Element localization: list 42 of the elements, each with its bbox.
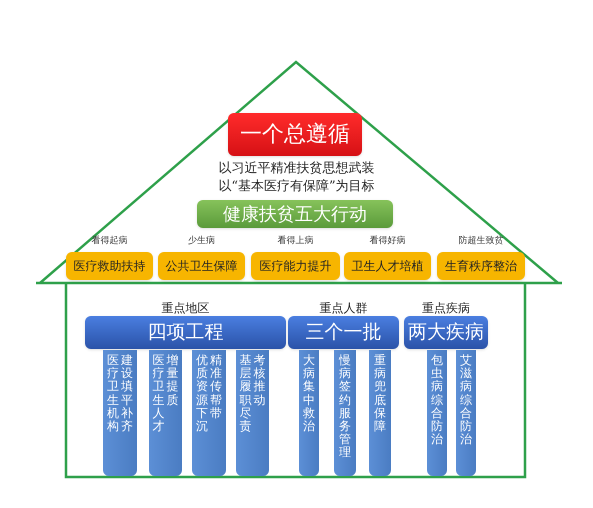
vertical-text: 考核推动 <box>254 354 266 409</box>
vertical-text: 增量提质 <box>166 354 178 409</box>
group-title-box: 三个一批 <box>288 316 399 349</box>
item-caption: 看得上病 <box>276 235 314 247</box>
group-caption: 重点地区 <box>162 300 210 316</box>
group-title-box: 四项工程 <box>85 316 286 349</box>
vertical-text: 包虫病综合防治 <box>431 354 443 448</box>
group-title-box: 两大疾病 <box>404 316 488 349</box>
group-caption: 重点疾病 <box>422 300 470 316</box>
action-item-box: 公共卫生保障 <box>158 252 245 280</box>
pillar <box>334 350 356 476</box>
vertical-text: 慢病签约服务管理 <box>339 354 351 462</box>
action-item-box: 卫生人才培植 <box>344 252 431 280</box>
vertical-text: 重病兜底保障 <box>374 354 386 435</box>
pillar <box>299 350 319 476</box>
pillar <box>427 350 447 476</box>
vertical-text: 医疗卫生人才 <box>152 354 164 435</box>
vertical-text: 精准传帮带 <box>210 354 222 422</box>
pillar <box>456 350 476 476</box>
group-caption: 重点人群 <box>320 300 368 316</box>
item-caption: 防超生致贫 <box>458 235 504 247</box>
action-item-box: 医疗能力提升 <box>251 252 340 280</box>
action-item-box: 医疗救助扶持 <box>66 252 153 280</box>
item-caption: 看得好病 <box>368 235 406 247</box>
item-caption: 看得起病 <box>90 235 128 247</box>
pillar <box>192 350 226 476</box>
action-item-box: 生育秩序整治 <box>437 252 525 280</box>
vertical-text: 艾滋病综合防治 <box>460 354 472 448</box>
motto-text: 以习近平精准扶贫思想武装 <box>218 160 374 178</box>
vertical-text: 基层履职尽责 <box>240 354 252 435</box>
pillar <box>149 350 182 476</box>
pillar <box>369 350 391 476</box>
action-box: 健康扶贫五大行动 <box>197 200 393 228</box>
vertical-text: 医疗卫生机构 <box>107 354 119 435</box>
item-caption: 少生病 <box>187 235 216 247</box>
pillar <box>103 350 137 476</box>
vertical-text: 建设填平补齐 <box>121 354 133 435</box>
pillar <box>236 350 269 476</box>
vertical-text: 大病集中救治 <box>303 354 315 435</box>
motto-text: 以“基本医疗有保障”为目标 <box>218 178 375 196</box>
vertical-text: 优质资源下沉 <box>196 354 208 435</box>
principle-box: 一个总遵循 <box>228 113 362 156</box>
